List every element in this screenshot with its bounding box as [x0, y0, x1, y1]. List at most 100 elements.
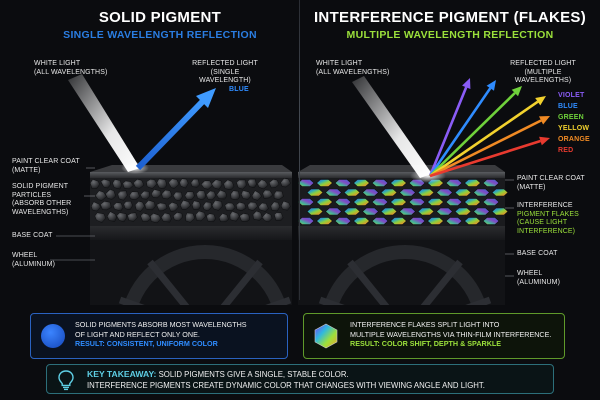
right-white-light-label: WHITE LIGHT (ALL WAVELENGTHS) [316, 60, 389, 77]
wavelength-yellow: YELLOW [558, 123, 590, 134]
interference-info-box: INTERFERENCE FLAKES SPLIT LIGHT INTO MUL… [303, 313, 565, 359]
interference-info-line2: MULTIPLE WAVELENGTHS VIA THIN-FILM INTER… [350, 330, 562, 340]
interference-flake [428, 198, 444, 205]
left-white-light-beam [68, 74, 149, 174]
right-flakes-label: INTERFERENCE PIGMENT FLAKES (CAUSE LIGHT… [517, 202, 579, 236]
interference-info-line1: INTERFERENCE FLAKES SPLIT LIGHT INTO [350, 320, 562, 330]
interference-flake [335, 198, 351, 205]
interference-flake [400, 208, 416, 215]
interference-flake [381, 189, 397, 196]
interference-flake [363, 189, 379, 196]
interference-flake [335, 217, 351, 224]
interference-flake [344, 189, 360, 196]
interference-flake [326, 208, 342, 215]
interference-flake [381, 208, 397, 215]
spectrum-reflection-arrows [430, 78, 550, 176]
left-base-coat-label: BASE COAT [12, 232, 52, 241]
interference-flake [344, 208, 360, 215]
left-clear-coat-top [90, 165, 292, 172]
right-base-coat-label: BASE COAT [517, 250, 557, 259]
interference-flake [298, 198, 314, 205]
pigment-diagram [0, 0, 600, 305]
interference-flake [307, 189, 323, 196]
interference-flake [465, 179, 481, 186]
interference-flake [372, 179, 388, 186]
interference-flake [455, 208, 471, 215]
right-reflected-light-label: REFLECTED LIGHT (MULTIPLE WAVELENGTHS) [496, 60, 590, 86]
left-panel-title: SOLID PIGMENT [60, 9, 260, 26]
pigment-particle [196, 191, 206, 200]
right-base-coat [298, 226, 505, 240]
interference-flake [372, 198, 388, 205]
interference-flake [455, 189, 471, 196]
interference-flake [317, 179, 333, 186]
wavelength-green: GREEN [558, 112, 590, 123]
left-panel-subtitle: SINGLE WAVELENGTH REFLECTION [40, 29, 280, 41]
interference-flake [418, 189, 434, 196]
key-takeaway-label: KEY TAKEAWAY: [87, 369, 156, 379]
wavelength-red: RED [558, 145, 590, 156]
key-takeaway-line2: INTERFERENCE PIGMENTS CREATE DYNAMIC COL… [87, 381, 547, 392]
right-clear-coat [298, 172, 505, 178]
iridescent-hexagon-icon [313, 323, 339, 349]
interference-flake [428, 217, 444, 224]
interference-flake [446, 217, 462, 224]
interference-flake [474, 189, 490, 196]
right-panel-title: INTERFERENCE PIGMENT (FLAKES) [310, 9, 590, 26]
left-clear-coat-label: PAINT CLEAR COAT (MATTE) [12, 158, 80, 175]
interference-flake [409, 217, 425, 224]
left-white-light-label: WHITE LIGHT (ALL WAVELENGTHS) [34, 60, 107, 77]
right-paint-block [298, 165, 508, 305]
interference-flake [307, 208, 323, 215]
solid-info-line1: SOLID PIGMENTS ABSORB MOST WAVELENGTHS [75, 320, 285, 330]
left-pigment-label: SOLID PIGMENT PARTICLES (ABSORB OTHER WA… [12, 183, 71, 217]
wavelength-orange: ORANGE [558, 134, 590, 145]
interference-flake [298, 217, 314, 224]
blue-dot-icon [41, 324, 65, 348]
interference-flake [492, 189, 508, 196]
interference-flake [446, 198, 462, 205]
interference-flake [354, 217, 370, 224]
interference-flake [474, 208, 490, 215]
interference-flake [465, 198, 481, 205]
solid-info-result: RESULT: CONSISTENT, UNIFORM COLOR [75, 339, 285, 349]
solid-pigment-info-box: SOLID PIGMENTS ABSORB MOST WAVELENGTHS O… [30, 313, 288, 359]
left-paint-block [90, 165, 292, 305]
left-reflected-light-label: REFLECTED LIGHT (SINGLE WAVELENGTH) [190, 60, 260, 86]
pigment-particle [240, 213, 250, 221]
interference-flake [437, 189, 453, 196]
left-wheel-label: WHEEL (ALUMINUM) [12, 252, 55, 269]
panel-divider [299, 0, 300, 300]
interference-flake [400, 189, 416, 196]
interference-flake [354, 179, 370, 186]
left-base-coat [90, 226, 292, 240]
lightbulb-icon [57, 369, 75, 391]
interference-flake [446, 179, 462, 186]
pigment-particle [207, 214, 216, 222]
interference-flake [483, 198, 499, 205]
interference-flake [317, 198, 333, 205]
wavelength-list: VIOLET BLUE GREEN YELLOW ORANGE RED [558, 90, 590, 156]
interference-flake [372, 217, 388, 224]
left-reflected-color-label: BLUE [229, 86, 249, 93]
right-panel-subtitle: MULTIPLE WAVELENGTH REFLECTION [320, 29, 580, 41]
interference-flake [437, 208, 453, 215]
left-blue-reflection-arrow [138, 88, 216, 168]
interference-flake [391, 179, 407, 186]
interference-flake [363, 208, 379, 215]
interference-flake [317, 217, 333, 224]
right-clear-coat-top [298, 165, 505, 172]
interference-flake [298, 179, 314, 186]
interference-flake [335, 179, 351, 186]
key-takeaway-line1: SOLID PIGMENTS GIVE A SINGLE, STABLE COL… [159, 370, 349, 379]
pigment-particle [192, 201, 201, 210]
interference-flake [391, 198, 407, 205]
interference-info-result: RESULT: COLOR SHIFT, DEPTH & SPARKLE [350, 339, 562, 349]
key-takeaway-box: KEY TAKEAWAY: SOLID PIGMENTS GIVE A SING… [46, 364, 554, 394]
right-clear-coat-label: PAINT CLEAR COAT (MATTE) [517, 175, 585, 192]
interference-flake [465, 217, 481, 224]
interference-flake [492, 208, 508, 215]
pigment-particle [231, 191, 240, 200]
interference-flake [409, 198, 425, 205]
left-clear-coat [90, 172, 292, 178]
